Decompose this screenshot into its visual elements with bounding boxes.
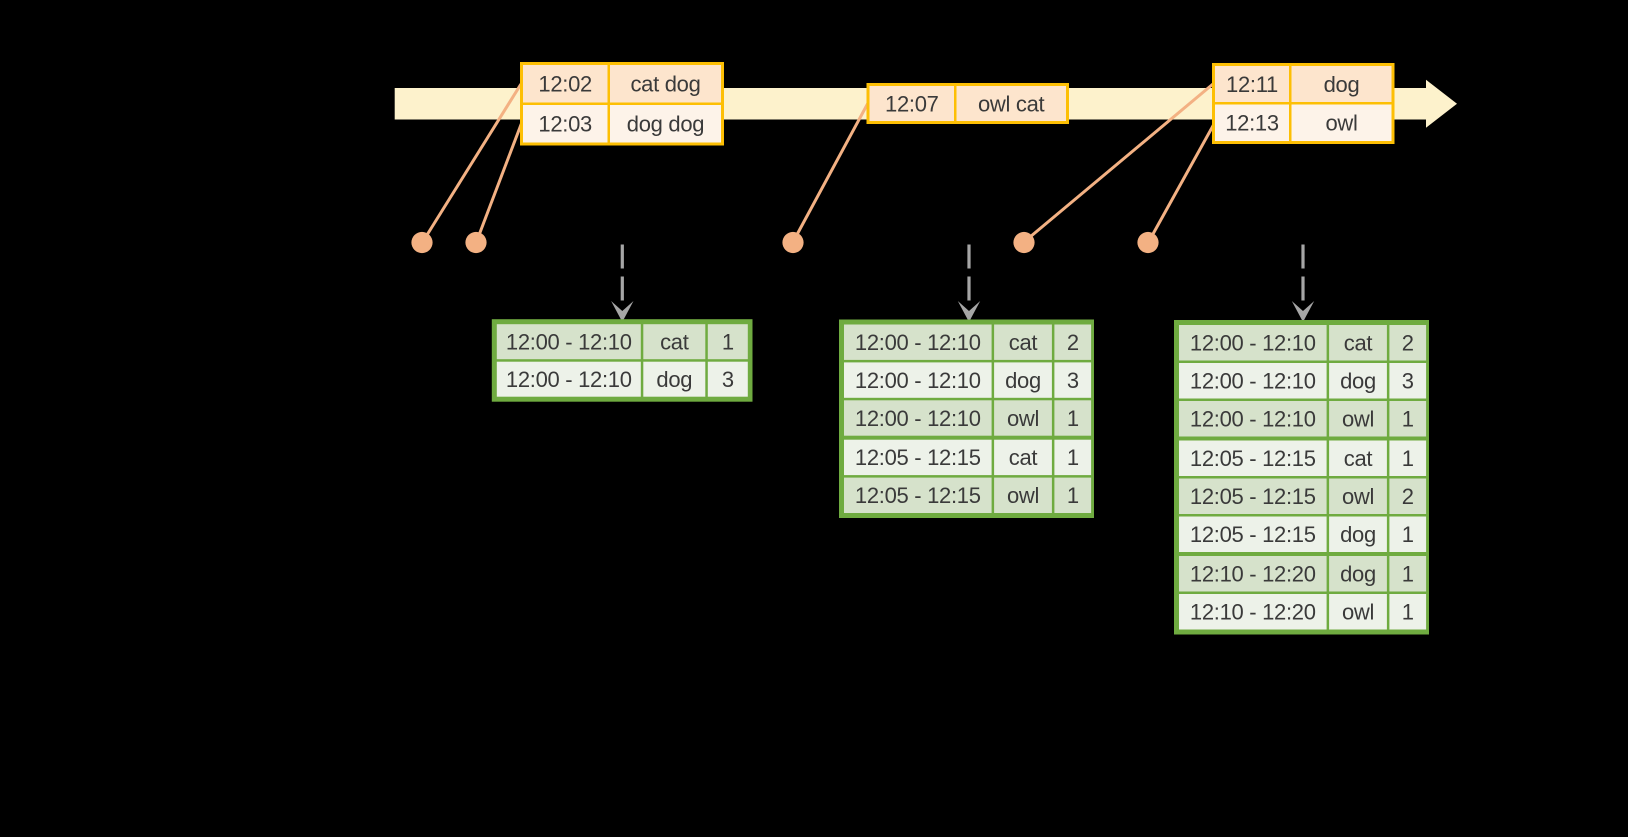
svg-text:12:00 - 12:10: 12:00 - 12:10 (1190, 369, 1316, 394)
svg-text:cat: cat (1009, 330, 1038, 355)
svg-text:12:00 - 12:10: 12:00 - 12:10 (506, 367, 632, 392)
svg-text:dog: dog (1340, 562, 1376, 587)
svg-text:owl: owl (1342, 484, 1374, 509)
svg-text:cat: cat (1344, 446, 1373, 471)
svg-text:3: 3 (1067, 368, 1079, 393)
svg-text:1: 1 (1402, 522, 1414, 547)
svg-text:12:00 - 12:10: 12:00 - 12:10 (855, 330, 981, 355)
svg-text:1: 1 (1067, 483, 1079, 508)
svg-text:cat: cat (1344, 331, 1373, 356)
svg-text:1: 1 (1402, 600, 1414, 625)
svg-text:12:05 - 12:15: 12:05 - 12:15 (855, 483, 981, 508)
svg-text:2: 2 (1402, 331, 1414, 356)
svg-text:dog: dog (1324, 72, 1360, 97)
svg-text:1: 1 (1402, 562, 1414, 587)
svg-text:12:07: 12:07 (885, 91, 939, 116)
svg-text:12:13: 12:13 (1225, 111, 1279, 136)
svg-text:12:05 - 12:15: 12:05 - 12:15 (1190, 446, 1316, 471)
svg-text:12:05 - 12:15: 12:05 - 12:15 (1190, 522, 1316, 547)
svg-text:cat: cat (1009, 445, 1038, 470)
svg-text:12:03: 12:03 (538, 112, 592, 137)
svg-text:12:11: 12:11 (1226, 72, 1278, 97)
svg-text:dog: dog (656, 367, 692, 392)
svg-text:12:00 - 12:10: 12:00 - 12:10 (506, 330, 632, 355)
svg-text:dog: dog (1005, 368, 1041, 393)
svg-text:2: 2 (1402, 484, 1414, 509)
svg-text:2: 2 (1067, 330, 1079, 355)
svg-text:12:02: 12:02 (538, 72, 592, 97)
svg-text:dog: dog (1340, 522, 1376, 547)
svg-text:3: 3 (722, 367, 734, 392)
svg-text:cat: cat (660, 330, 689, 355)
svg-text:owl: owl (1007, 406, 1039, 431)
svg-text:12:00 - 12:10: 12:00 - 12:10 (855, 368, 981, 393)
svg-text:12:10 - 12:20: 12:10 - 12:20 (1190, 562, 1316, 587)
svg-text:12:05 - 12:15: 12:05 - 12:15 (855, 445, 981, 470)
svg-text:owl: owl (1342, 600, 1374, 625)
svg-text:owl: owl (1007, 483, 1039, 508)
svg-text:owl: owl (1325, 111, 1357, 136)
svg-text:12:00 - 12:10: 12:00 - 12:10 (1190, 407, 1316, 432)
svg-text:12:00 - 12:10: 12:00 - 12:10 (1190, 331, 1316, 356)
svg-text:1: 1 (722, 330, 734, 355)
svg-text:1: 1 (1402, 407, 1414, 432)
svg-text:dog dog: dog dog (627, 112, 704, 137)
svg-text:owl cat: owl cat (978, 91, 1045, 116)
svg-text:dog: dog (1340, 369, 1376, 394)
svg-text:cat dog: cat dog (630, 72, 700, 97)
svg-text:1: 1 (1067, 406, 1079, 431)
svg-text:owl: owl (1342, 407, 1374, 432)
svg-text:1: 1 (1067, 445, 1079, 470)
svg-text:3: 3 (1402, 369, 1414, 394)
svg-text:12:05 - 12:15: 12:05 - 12:15 (1190, 484, 1316, 509)
svg-text:12:10 - 12:20: 12:10 - 12:20 (1190, 600, 1316, 625)
svg-text:12:00 - 12:10: 12:00 - 12:10 (855, 406, 981, 431)
svg-text:1: 1 (1402, 446, 1414, 471)
